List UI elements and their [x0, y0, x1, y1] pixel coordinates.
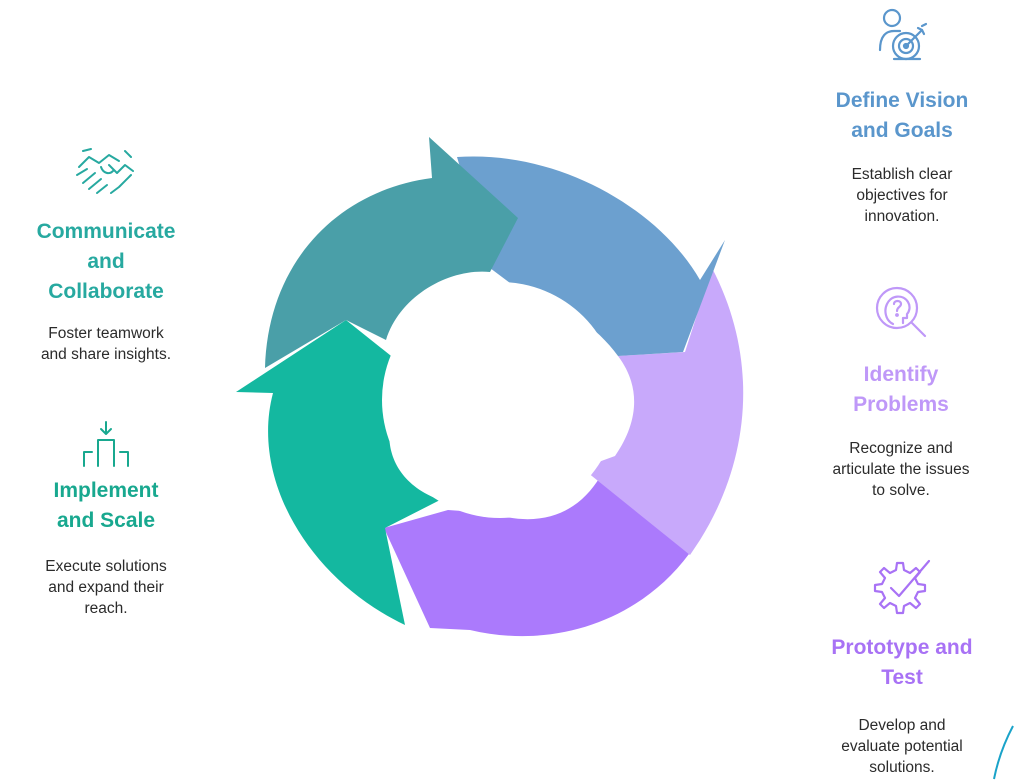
identify-title-line2: Problems — [853, 393, 949, 416]
step-communicate-collaborate: Communicate and Collaborate Foster teamw… — [12, 145, 200, 365]
cycle-arrows — [236, 137, 744, 637]
implement-desc-line1: Execute solutions — [45, 558, 167, 575]
gear-check-icon — [873, 559, 931, 615]
handshake-icon — [76, 148, 134, 194]
communicate-title-line1: Communicate — [36, 220, 176, 243]
identify-desc-line2: articulate the issues — [832, 461, 970, 478]
cycle-center — [382, 282, 618, 518]
communicate-title-line3: Collaborate — [48, 280, 164, 303]
define-desc-line3: innovation. — [864, 208, 940, 225]
step-identify-problems: Identify Problems Recognize and articula… — [800, 282, 1002, 501]
prototype-desc-line1: Develop and — [858, 717, 946, 734]
head-question-search-icon — [875, 286, 927, 338]
identify-desc-line1: Recognize and — [849, 440, 953, 457]
prototype-desc-line2: evaluate potential — [841, 738, 963, 755]
implement-title-line1: Implement — [53, 479, 159, 502]
step-define-vision: Define Vision and Goals Establish clear … — [806, 4, 998, 227]
person-target-icon — [878, 8, 928, 61]
corner-decoration — [993, 725, 1014, 780]
arrow-identify-to-prototype — [582, 268, 744, 555]
communicate-title-line2: and — [87, 250, 125, 273]
define-desc-line1: Establish clear — [851, 166, 953, 183]
prototype-title-line2: Test — [881, 666, 923, 689]
communicate-desc-line2: and share insights. — [40, 346, 172, 363]
prototype-desc-line3: solutions. — [869, 759, 935, 776]
communicate-desc-line1: Foster teamwork — [48, 325, 164, 342]
define-desc-line2: objectives for — [856, 187, 948, 204]
prototype-title-line1: Prototype and — [831, 636, 973, 659]
define-title-line2: and Goals — [851, 119, 953, 142]
arrow-prototype-to-implement — [384, 477, 689, 637]
step-implement-scale: Implement and Scale Execute solutions an… — [12, 418, 200, 619]
implement-title-line2: and Scale — [56, 509, 156, 532]
identify-title-line1: Identify — [863, 363, 939, 386]
arrow-communicate-to-define — [265, 137, 518, 368]
deploy-scale-icon — [83, 421, 129, 467]
implement-desc-line3: reach. — [84, 600, 128, 617]
define-title-line1: Define Vision — [835, 89, 969, 112]
implement-desc-line2: and expand their — [48, 579, 164, 596]
step-prototype-test: Prototype and Test Develop and evaluate … — [806, 555, 998, 778]
identify-desc-line3: to solve. — [872, 482, 930, 499]
arrow-define-to-identify — [457, 156, 725, 356]
